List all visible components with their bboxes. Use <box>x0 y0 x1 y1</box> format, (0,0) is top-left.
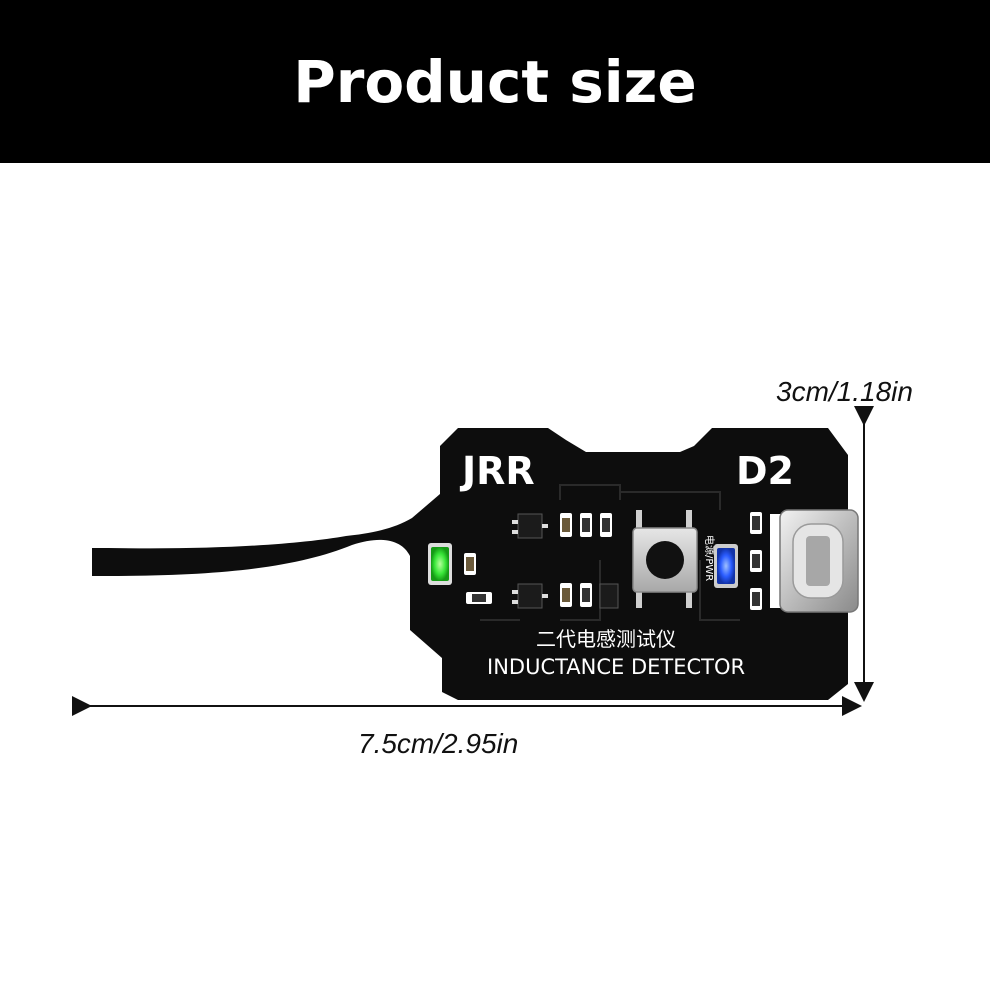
green-led <box>428 543 452 585</box>
width-dimension-label: 7.5cm/2.95in <box>358 728 519 759</box>
model-label: D2 <box>736 449 794 493</box>
english-name-label: INDUCTANCE DETECTOR <box>487 655 745 679</box>
tactile-push-button <box>632 510 698 608</box>
chinese-name-label: 二代电感测试仪 <box>536 627 676 651</box>
blue-led <box>714 544 738 588</box>
pcb-traces <box>480 484 740 621</box>
transistors <box>512 513 619 609</box>
usb-c-port <box>770 509 859 613</box>
power-label: 电源/PWR <box>703 535 716 581</box>
title-banner: Product size <box>0 0 990 163</box>
banner-title: Product size <box>293 47 697 116</box>
brand-label: JRR <box>459 449 535 493</box>
smd-components <box>464 512 762 610</box>
height-dimension-label: 3cm/1.18in <box>776 376 913 407</box>
